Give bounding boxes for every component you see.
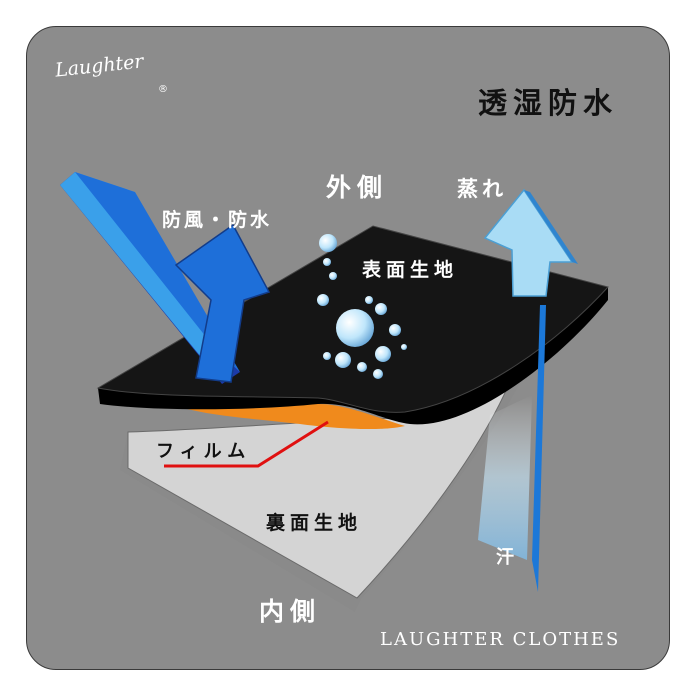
label-vapor: 蒸れ	[457, 177, 507, 201]
label-outside: 外側	[326, 173, 389, 202]
label-sweat: 汗	[496, 547, 514, 568]
water-droplets	[317, 234, 407, 379]
windproof-return-arrow	[174, 223, 271, 383]
label-outer-fabric: 表面生地	[362, 259, 459, 281]
label-inside: 内側	[259, 597, 322, 626]
label-film: フィルム	[156, 441, 252, 462]
film-pointer-line	[164, 420, 329, 468]
brand-name: LAUGHTER CLOTHES	[380, 629, 621, 650]
diagram-title: 透湿防水	[478, 86, 619, 120]
vapor-line	[532, 305, 546, 592]
label-windproof-waterproof: 防風・防水	[162, 209, 273, 231]
sweat-vapor-column	[478, 395, 532, 560]
label-inner-fabric: 裏面生地	[266, 512, 363, 534]
registered-mark: ®	[158, 84, 168, 95]
